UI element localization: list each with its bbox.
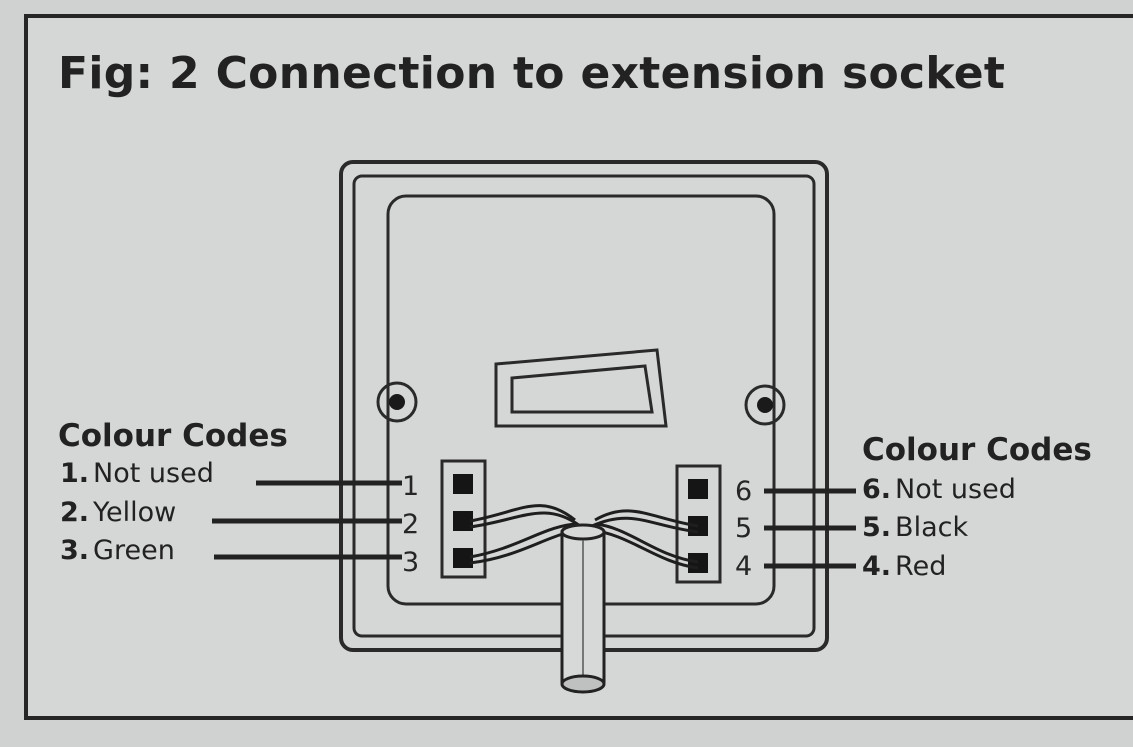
terminal-label-2: 2: [402, 509, 419, 540]
left-leader-lines: [212, 480, 402, 560]
terminal-label-3: 3: [402, 547, 419, 578]
left-colour-codes-heading: Colour Codes: [58, 418, 288, 454]
terminal-label-5: 5: [735, 513, 752, 544]
right-colour-codes-heading: Colour Codes: [862, 432, 1092, 468]
figure-title: Fig: 2 Connection to extension socket: [58, 48, 1006, 99]
left-code-item-3: 3.Green: [60, 535, 175, 566]
terminal-label-4: 4: [735, 551, 752, 582]
right-code-item-4: 4.Red: [862, 551, 947, 582]
cable: [560, 523, 606, 694]
left-code-item-2: 2.Yellow: [60, 497, 177, 528]
right-leader-lines: [764, 488, 856, 569]
right-code-item-5: 5.Black: [862, 512, 969, 543]
terminal-label-1: 1: [402, 471, 419, 502]
right-code-item-6: 6.Not used: [862, 474, 1016, 505]
left-screw-hole-icon: [376, 381, 418, 423]
right-screw-hole-icon: [744, 384, 786, 426]
terminal-label-6: 6: [735, 476, 752, 507]
socket-opening: [494, 348, 668, 428]
left-code-item-1: 1.Not used: [60, 458, 214, 489]
